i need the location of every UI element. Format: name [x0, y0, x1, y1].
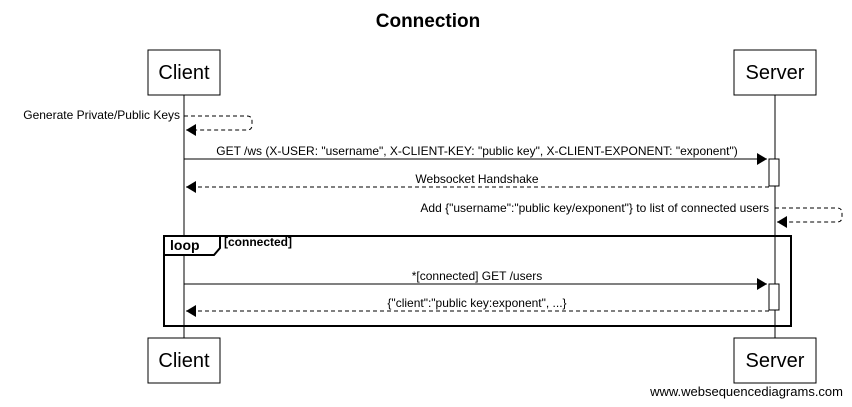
- participant-client-top: [147, 49, 221, 96]
- message-arrow-add-user: [775, 207, 843, 228]
- message-label-get-users: *[connected] GET /users: [412, 269, 543, 283]
- loop-label-tab: [163, 235, 221, 256]
- server-activation-1: [768, 158, 780, 187]
- diagram-title: Connection: [376, 11, 481, 32]
- participant-client-bottom: [147, 337, 221, 384]
- participant-client-top-label: Client: [158, 62, 210, 84]
- message-label-users-response: {"client":"public key:exponent", ...}: [387, 296, 566, 310]
- loop-keyword: loop: [170, 237, 200, 253]
- server-activation-2: [768, 283, 780, 311]
- participant-server-top: [733, 49, 817, 96]
- loop-frame: [163, 235, 792, 327]
- participant-server-bottom-label: Server: [746, 350, 805, 372]
- participant-server-top-label: Server: [746, 62, 805, 84]
- watermark: www.websequencediagrams.com: [649, 384, 843, 399]
- message-label-generate-keys: Generate Private/Public Keys: [23, 108, 180, 122]
- message-arrow-generate-keys: [184, 115, 253, 136]
- loop-guard: [connected]: [224, 235, 292, 249]
- message-label-handshake: Websocket Handshake: [415, 172, 539, 186]
- message-label-add-user: Add {"username":"public key/exponent"} t…: [420, 201, 769, 215]
- participant-server-bottom: [733, 337, 817, 384]
- message-label-get-ws: GET /ws (X-USER: "username", X-CLIENT-KE…: [216, 144, 738, 158]
- participant-client-bottom-label: Client: [158, 350, 210, 372]
